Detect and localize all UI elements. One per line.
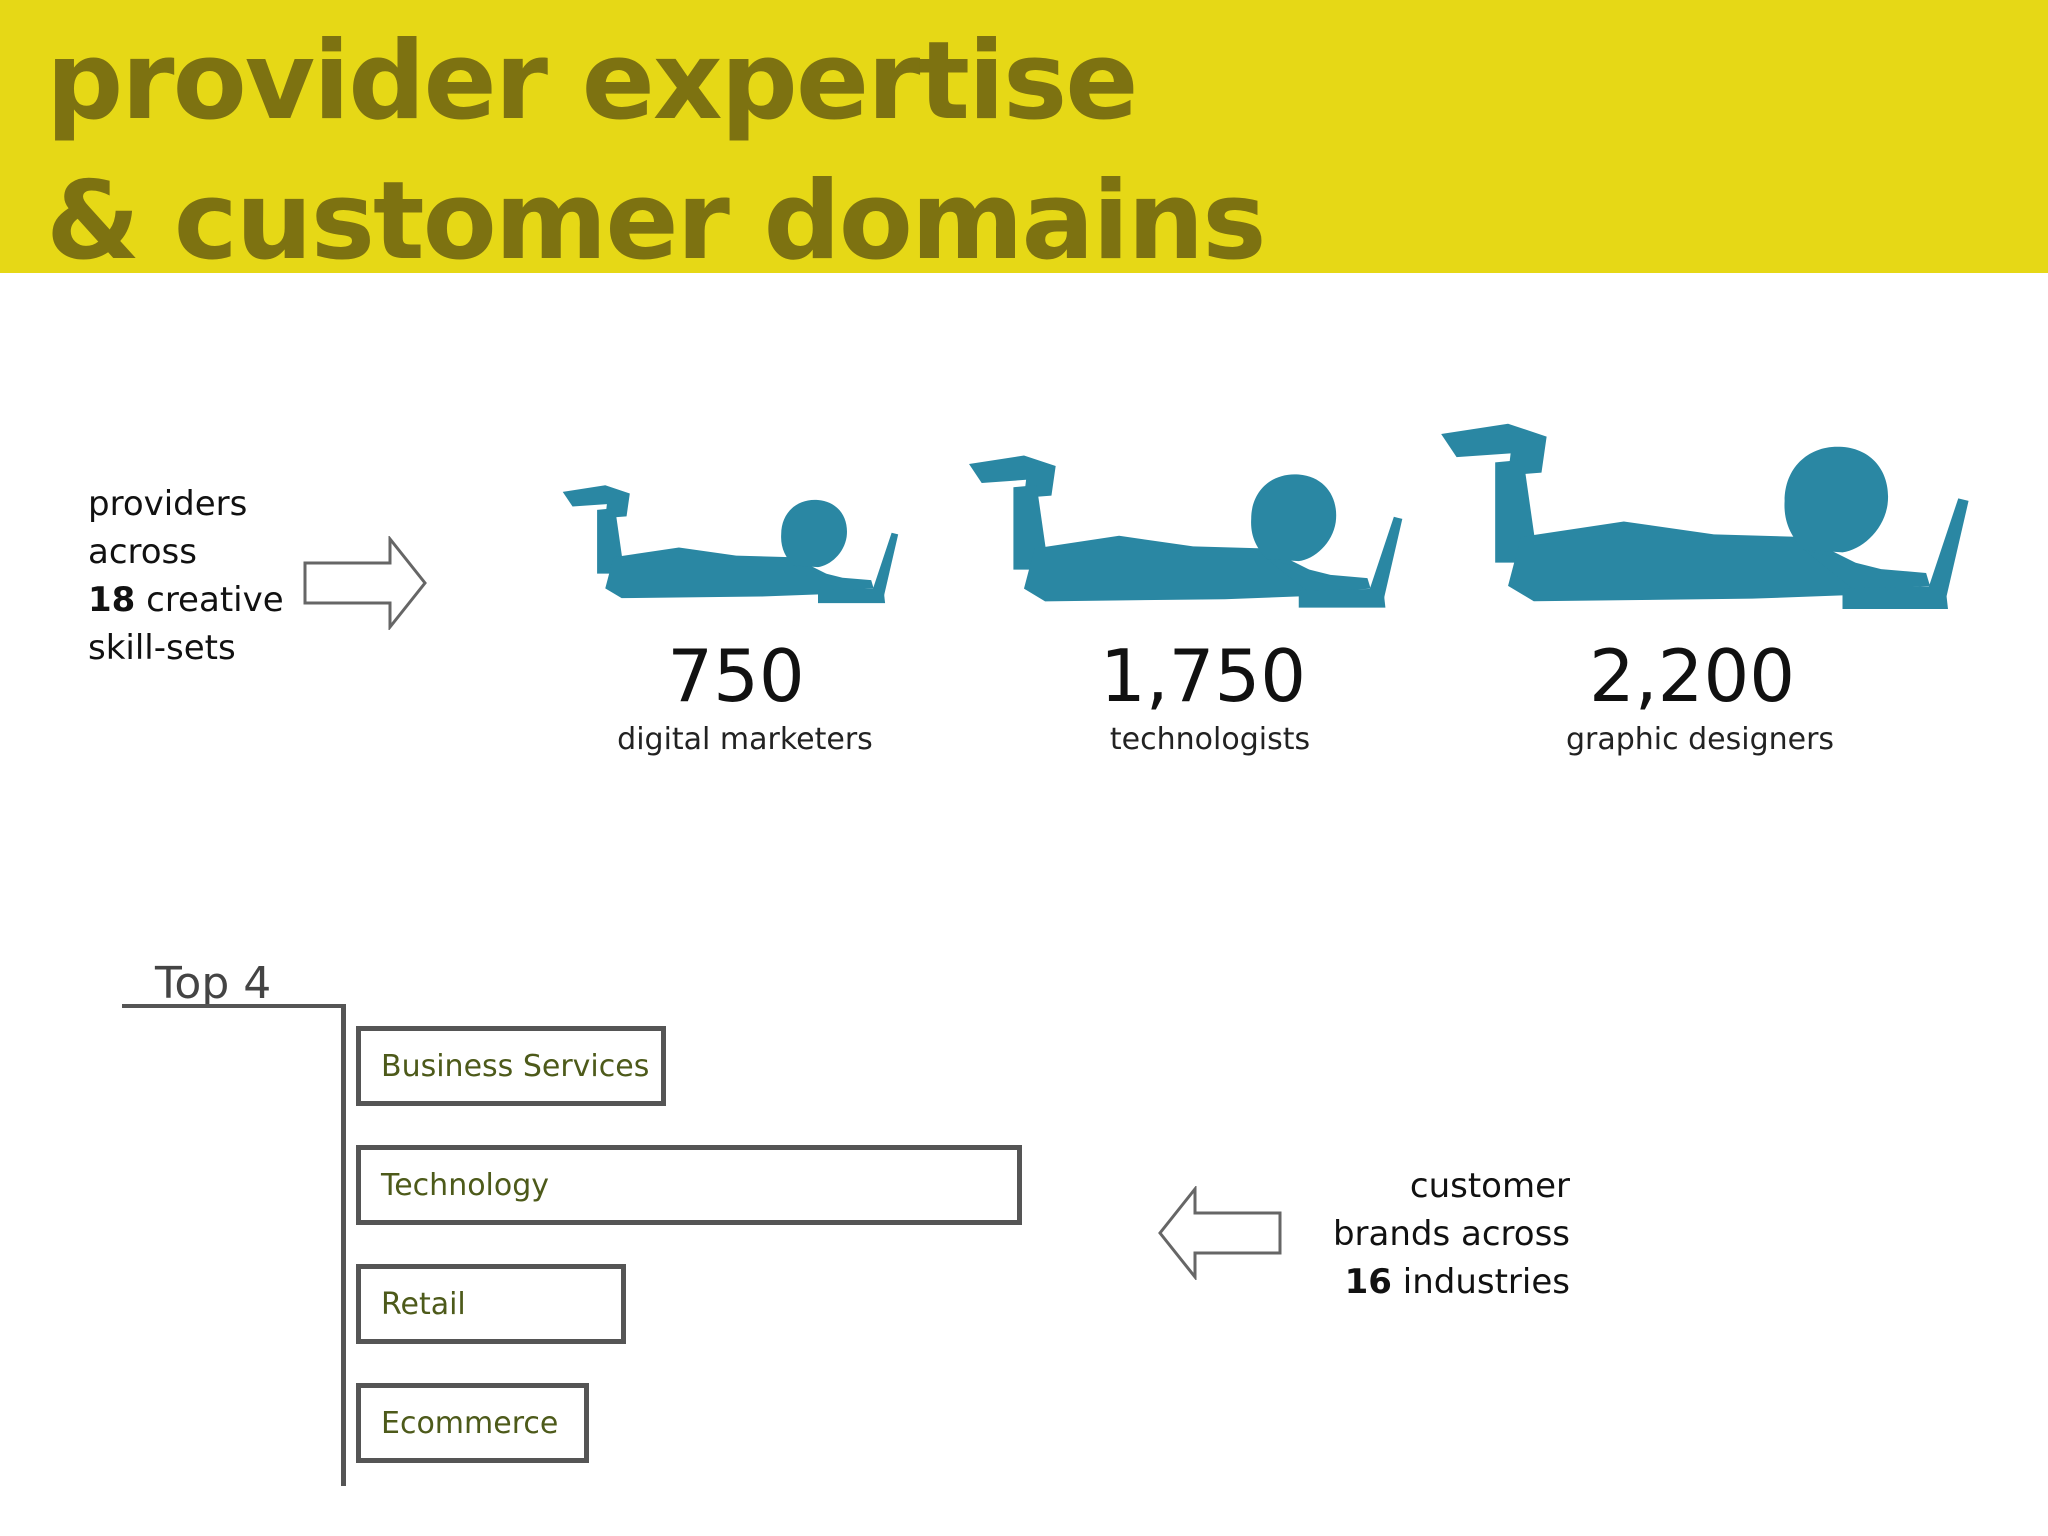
providers-note-line-3: 18 creative bbox=[88, 576, 284, 624]
industry-bar-label: Ecommerce bbox=[381, 1405, 559, 1441]
industry-bar-label: Business Services bbox=[381, 1048, 650, 1084]
industry-bar: Business Services bbox=[356, 1026, 666, 1106]
stat-label-graphic-designers: graphic designers bbox=[1565, 722, 1835, 757]
stat-label-technologists: technologists bbox=[1109, 722, 1311, 757]
industry-bar: Ecommerce bbox=[356, 1383, 589, 1463]
providers-note: providers across 18 creative skill-sets bbox=[88, 480, 284, 672]
providers-note-line-3-suffix: creative bbox=[135, 580, 284, 620]
page-title-line-2: & customer domains bbox=[46, 159, 1267, 284]
stat-value-graphic-designers: 2,200 bbox=[1588, 634, 1796, 718]
digital-marketers-silhouette bbox=[562, 485, 899, 604]
customers-note-line-2: brands across bbox=[1332, 1214, 1570, 1254]
industry-bar-label: Technology bbox=[381, 1167, 550, 1203]
industry-bar: Retail bbox=[356, 1264, 626, 1344]
providers-note-line-2: across bbox=[88, 532, 197, 572]
customers-note-line-3: 16 industries bbox=[1310, 1258, 1570, 1306]
technologists-silhouette bbox=[969, 455, 1403, 608]
industry-bar: Technology bbox=[356, 1145, 1022, 1225]
customers-note-line-1: customer bbox=[1409, 1166, 1570, 1206]
industry-count: 16 bbox=[1344, 1262, 1392, 1302]
stat-value-technologists: 1,750 bbox=[1099, 634, 1307, 718]
stat-label-digital-marketers: digital marketers bbox=[617, 722, 873, 757]
graphic-designers-silhouette bbox=[1441, 423, 1969, 609]
right-arrow-icon bbox=[303, 536, 427, 630]
customers-note: customer brands across 16 industries bbox=[1310, 1162, 1570, 1306]
chart-title: Top 4 bbox=[155, 958, 272, 1009]
industry-bar-label: Retail bbox=[381, 1286, 466, 1322]
header-banner: provider expertise & customer domains bbox=[0, 0, 2048, 284]
skillset-count: 18 bbox=[88, 580, 136, 620]
chart-title-underline bbox=[122, 1004, 346, 1008]
stat-value-digital-marketers: 750 bbox=[667, 634, 805, 718]
providers-note-line-1: providers bbox=[88, 484, 248, 524]
page-title-line-1: provider expertise bbox=[46, 19, 1139, 144]
chart-axis bbox=[341, 1004, 346, 1486]
providers-note-line-4: skill-sets bbox=[88, 628, 236, 668]
left-arrow-icon bbox=[1158, 1186, 1282, 1280]
customers-note-line-3-suffix: industries bbox=[1391, 1262, 1570, 1302]
